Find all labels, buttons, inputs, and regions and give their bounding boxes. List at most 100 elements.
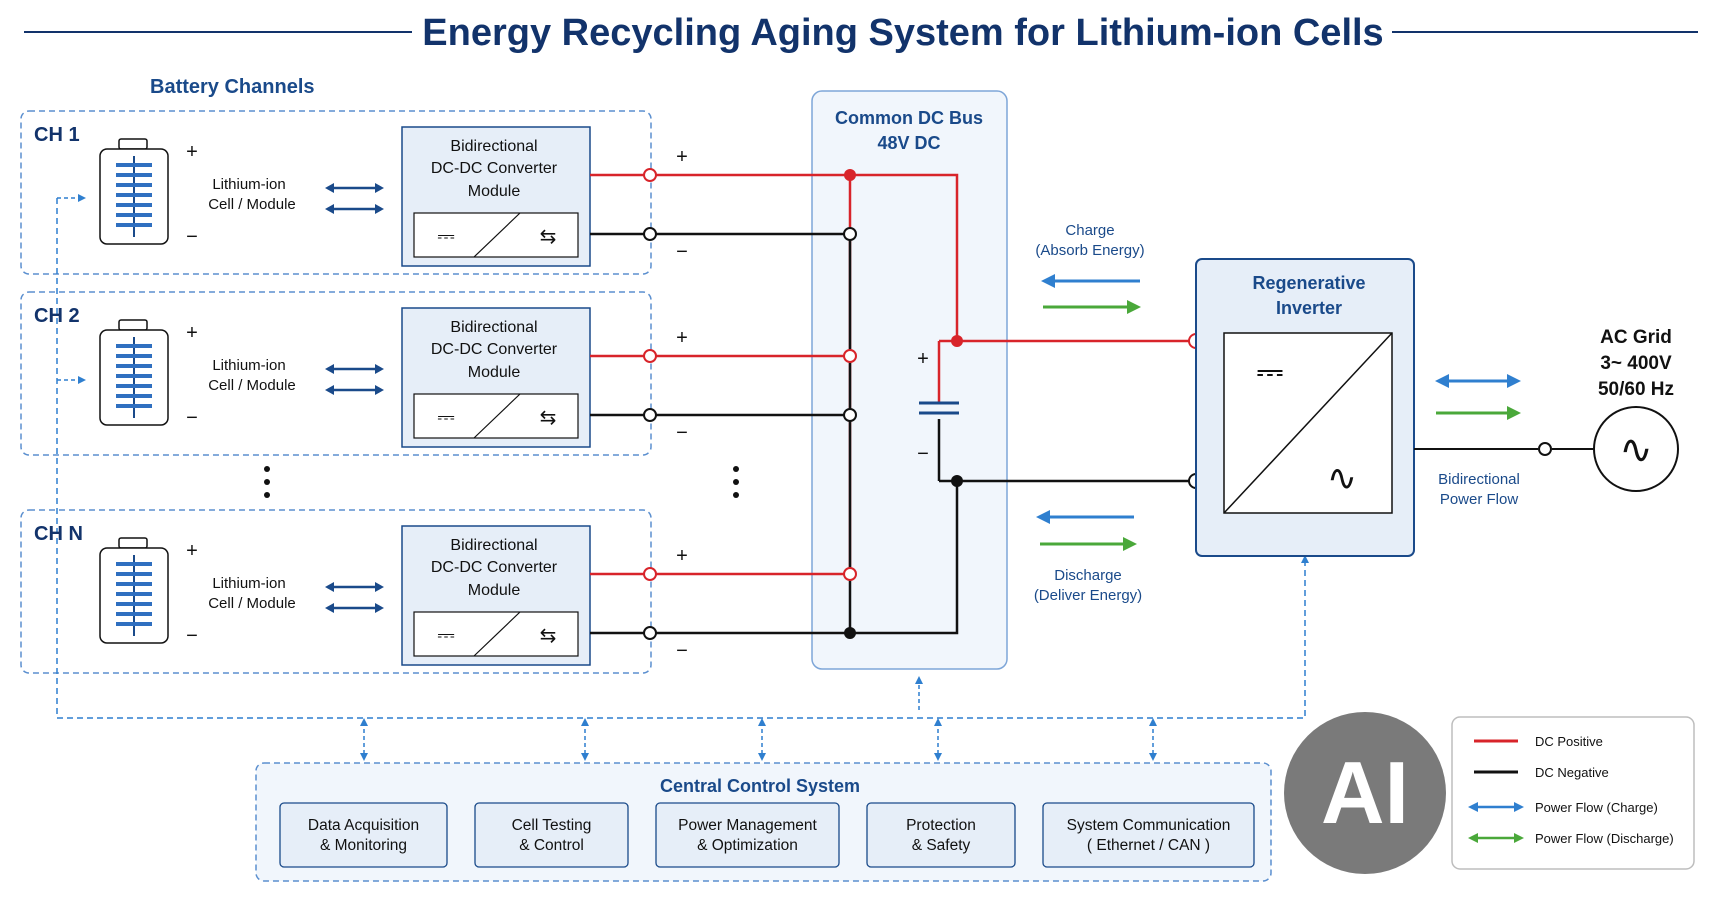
central-control-title: Central Control System bbox=[660, 776, 860, 796]
channel-ellipsis bbox=[264, 466, 739, 498]
dc-bus-box bbox=[811, 90, 1008, 670]
ac-grid-voltage: 3~ 400V bbox=[1600, 353, 1672, 374]
converter-dc-icon: ⎓ bbox=[437, 623, 455, 648]
cell-label: Lithium-ion bbox=[212, 357, 285, 374]
grid-terminal bbox=[1538, 442, 1552, 456]
bus-negative-feed bbox=[850, 479, 1196, 635]
converter-bidirectional-icon: ⇆ bbox=[540, 224, 557, 248]
channel-n-box bbox=[20, 509, 652, 674]
cell-label: Lithium-ion bbox=[212, 575, 285, 592]
converter-label-2: DC-DC Converter bbox=[431, 559, 558, 576]
dc-bus-title: Common DC Bus bbox=[835, 108, 983, 128]
cell-sublabel: Cell / Module bbox=[208, 196, 296, 213]
converter-label-3: Module bbox=[468, 364, 521, 381]
control-module-5: System Communication( Ethernet / CAN ) bbox=[1042, 802, 1255, 868]
converter-label-3: Module bbox=[468, 183, 521, 200]
control-module-label: System Communication bbox=[1067, 817, 1231, 834]
control-module-2: Cell Testing & Control bbox=[474, 802, 629, 868]
legend-label: DC Positive bbox=[1535, 734, 1603, 749]
bus-positive-node bbox=[951, 335, 963, 347]
bidirectional-sublabel: Power Flow bbox=[1440, 491, 1519, 508]
ai-badge-text: AI bbox=[1321, 743, 1409, 842]
negative-junction bbox=[844, 627, 856, 639]
page-title: Energy Recycling Aging System for Lithiu… bbox=[422, 12, 1383, 54]
ai-badge bbox=[1284, 712, 1446, 874]
capacitor-minus-sign: − bbox=[917, 443, 929, 465]
converter-symbol bbox=[413, 212, 579, 258]
converter-label-2: DC-DC Converter bbox=[431, 160, 558, 177]
charge-label: Charge bbox=[1065, 222, 1114, 239]
cell-label: Lithium-ion bbox=[212, 176, 285, 193]
battery-plus-sign: + bbox=[186, 141, 198, 163]
negative-terminal bbox=[643, 408, 657, 422]
discharge-sublabel: (Deliver Energy) bbox=[1034, 587, 1142, 604]
converter-bidirectional-icon: ⇆ bbox=[540, 623, 557, 647]
output-minus-sign: − bbox=[676, 241, 688, 263]
capacitor-plus-sign: + bbox=[917, 348, 929, 370]
bidirectional-label: Bidirectional bbox=[1438, 471, 1520, 488]
legend-item-4: Power Flow (Discharge) bbox=[1468, 831, 1674, 846]
battery-section-label: Battery Channels bbox=[150, 76, 315, 98]
converter-symbol bbox=[413, 393, 579, 439]
battery-icon bbox=[99, 319, 169, 426]
converter-dc-icon: ⎓ bbox=[437, 405, 455, 430]
channel-id: CH 2 bbox=[34, 305, 80, 327]
control-module-label: Cell Testing bbox=[512, 817, 592, 834]
legend-item-3: Power Flow (Charge) bbox=[1468, 800, 1658, 815]
battery-icon bbox=[99, 138, 169, 245]
channel-1-box bbox=[20, 110, 652, 275]
battery-plus-sign: + bbox=[186, 540, 198, 562]
control-module-sublabel: & Control bbox=[519, 837, 584, 854]
control-module-sublabel: & Optimization bbox=[697, 837, 798, 854]
converter-label: Bidirectional bbox=[450, 319, 537, 336]
converter-label: Bidirectional bbox=[450, 138, 537, 155]
output-minus-sign: − bbox=[676, 422, 688, 444]
positive-terminal bbox=[643, 567, 657, 581]
legend-item-2: DC Negative bbox=[1474, 765, 1609, 780]
channel-id: CH 1 bbox=[34, 124, 80, 146]
control-module-4: Protection & Safety bbox=[866, 802, 1016, 868]
dc-bus-voltage: 48V DC bbox=[877, 133, 940, 153]
converter-dc-icon: ⎓ bbox=[437, 224, 455, 249]
control-module-1: Data Acquisition & Monitoring bbox=[279, 802, 448, 868]
output-plus-sign: + bbox=[676, 146, 688, 168]
positive-junction bbox=[843, 349, 857, 363]
charge-sublabel: (Absorb Energy) bbox=[1035, 242, 1144, 259]
negative-junction bbox=[843, 227, 857, 241]
legend-label: DC Negative bbox=[1535, 765, 1609, 780]
negative-terminal bbox=[643, 227, 657, 241]
channel-2-box bbox=[20, 291, 652, 456]
cell-sublabel: Cell / Module bbox=[208, 377, 296, 394]
legend-box bbox=[1451, 716, 1695, 870]
output-plus-sign: + bbox=[676, 545, 688, 567]
positive-junction bbox=[844, 169, 856, 181]
output-plus-sign: + bbox=[676, 327, 688, 349]
ac-source-symbol bbox=[1593, 406, 1679, 492]
converter-label-2: DC-DC Converter bbox=[431, 341, 558, 358]
channel-id: CH N bbox=[34, 523, 83, 545]
converter-label-3: Module bbox=[468, 582, 521, 599]
battery-minus-sign: − bbox=[186, 226, 198, 248]
control-module-sublabel: & Safety bbox=[912, 837, 971, 854]
converter-symbol bbox=[413, 611, 579, 657]
inverter-title: Regenerative bbox=[1252, 273, 1365, 293]
negative-junction bbox=[843, 408, 857, 422]
inverter-dc-icon: ⎓ bbox=[1256, 352, 1283, 392]
discharge-label: Discharge bbox=[1054, 567, 1122, 584]
bus-negative-node bbox=[951, 475, 963, 487]
inverter-ac-icon: ∿ bbox=[1327, 458, 1357, 499]
legend-item-1: DC Positive bbox=[1474, 734, 1603, 749]
control-module-label: Protection bbox=[906, 817, 976, 834]
control-module-label: Data Acquisition bbox=[308, 817, 419, 834]
control-loop-line bbox=[56, 198, 1306, 719]
legend-label: Power Flow (Charge) bbox=[1535, 800, 1658, 815]
control-module-sublabel: & Monitoring bbox=[320, 837, 407, 854]
battery-icon bbox=[99, 537, 169, 644]
battery-minus-sign: − bbox=[186, 625, 198, 647]
positive-terminal bbox=[643, 349, 657, 363]
battery-minus-sign: − bbox=[186, 407, 198, 429]
bus-positive-feed bbox=[850, 173, 1196, 343]
